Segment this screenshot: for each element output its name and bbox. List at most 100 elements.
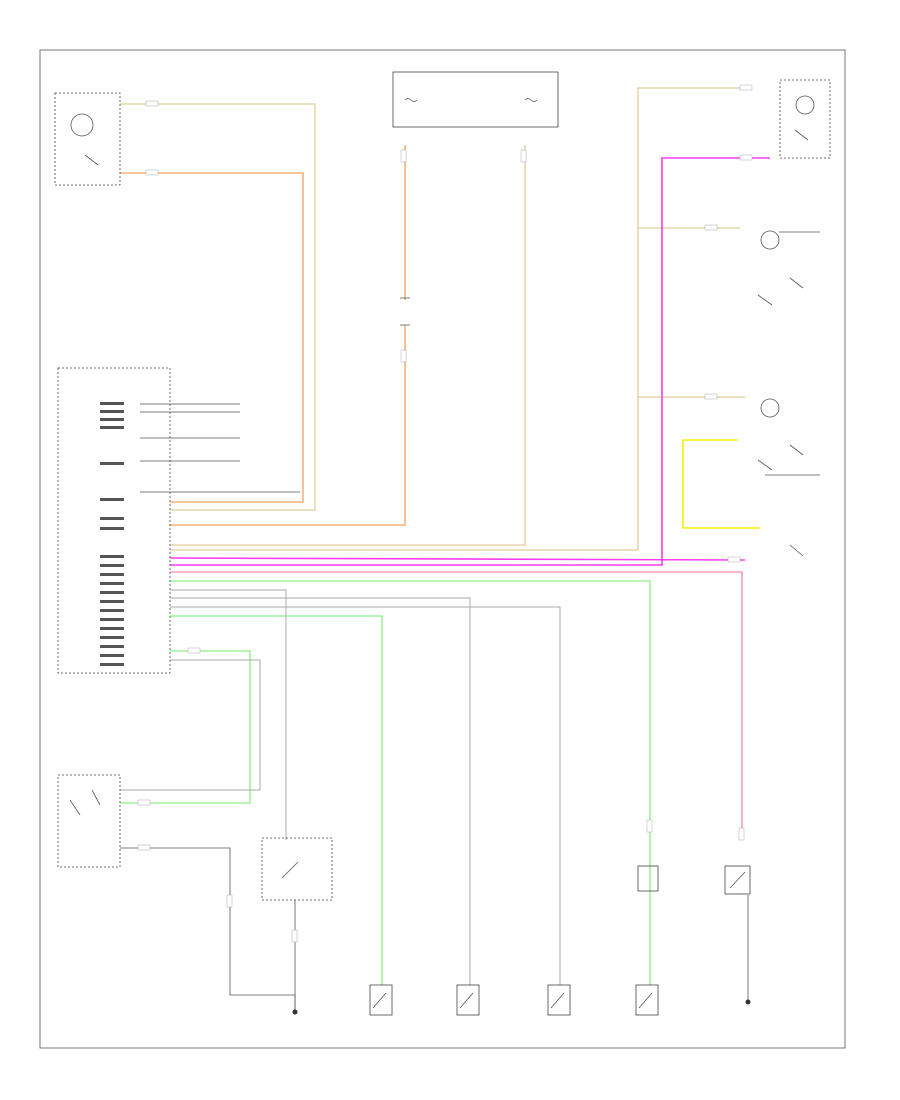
control-unit-box bbox=[57, 367, 171, 674]
cu-pin bbox=[100, 555, 124, 558]
wire-green-door-1 bbox=[170, 615, 383, 985]
lamp-6-box bbox=[637, 865, 659, 892]
front-door-rh-lamp-icon bbox=[760, 398, 780, 418]
cu-pin bbox=[100, 564, 124, 567]
cu-pin bbox=[100, 418, 124, 421]
front-door-rh-switch-icon-b bbox=[789, 444, 804, 456]
diagram-frame bbox=[39, 49, 846, 1049]
lamp-6-component bbox=[637, 865, 659, 892]
dome-lamp-component bbox=[54, 92, 121, 186]
front-door-lh-lamp-icon bbox=[760, 230, 780, 250]
key-switch-icon bbox=[69, 799, 81, 816]
fuse-box-outline bbox=[392, 71, 559, 128]
code-tag bbox=[704, 224, 718, 231]
cu-pin bbox=[100, 527, 124, 530]
door-switch-2-icon bbox=[459, 992, 474, 1009]
cu-pin bbox=[100, 498, 124, 501]
code-tag bbox=[137, 799, 151, 806]
door-switch-3-icon bbox=[550, 992, 565, 1009]
cu-pin bbox=[100, 402, 124, 405]
door-switch-1-box bbox=[369, 984, 393, 1016]
map-lamp-component bbox=[779, 79, 831, 159]
front-door-switch-lh-component bbox=[757, 230, 820, 306]
code-tag bbox=[400, 149, 407, 163]
wire-black-cu-feeds bbox=[140, 403, 300, 493]
cu-pin bbox=[100, 582, 124, 585]
code-tag bbox=[738, 827, 745, 841]
cu-pin bbox=[100, 410, 124, 413]
wire-green-keysw bbox=[120, 650, 251, 804]
cu-pin bbox=[100, 663, 124, 666]
switch-7-component bbox=[261, 837, 333, 901]
control-unit-component bbox=[57, 367, 171, 674]
switch-7-icon bbox=[281, 861, 299, 879]
cu-pin bbox=[100, 600, 124, 603]
front-door-lh-switch-icon-b bbox=[789, 277, 804, 289]
dome-lamp-bulb-icon bbox=[70, 113, 94, 137]
wire-group-gray bbox=[120, 589, 561, 985]
dome-lamp-switch-icon bbox=[84, 154, 99, 166]
switch-7-box bbox=[261, 837, 333, 901]
code-tag bbox=[727, 556, 741, 563]
map-lamp-box bbox=[779, 79, 831, 159]
wire-group-pink bbox=[170, 571, 743, 835]
door-switch-4 bbox=[635, 984, 659, 1016]
wire-magenta-trunk bbox=[170, 157, 770, 566]
wire-magenta-lower bbox=[169, 557, 746, 561]
cu-pin bbox=[100, 462, 124, 465]
wire-green-cargo bbox=[170, 580, 651, 985]
dome-lamp-box bbox=[54, 92, 121, 186]
junction-connector-component bbox=[400, 297, 410, 326]
cu-pin bbox=[100, 591, 124, 594]
ground-main-icon bbox=[292, 1009, 298, 1015]
wire-group-black bbox=[120, 403, 749, 1010]
cu-pin bbox=[100, 654, 124, 657]
wire-pink-trunk-sw bbox=[170, 571, 743, 835]
front-door-rh-switch-icon bbox=[757, 459, 773, 471]
wire-gray-door-2 bbox=[170, 597, 471, 985]
map-lamp-switch-icon bbox=[794, 129, 809, 141]
code-tag bbox=[646, 819, 653, 833]
ground-right bbox=[745, 999, 751, 1005]
ground-right-icon bbox=[745, 999, 751, 1005]
cu-pin bbox=[100, 609, 124, 612]
code-tag bbox=[520, 149, 527, 163]
cu-pin bbox=[100, 627, 124, 630]
code-tag bbox=[400, 349, 407, 363]
code-tag bbox=[739, 154, 753, 161]
code-tag bbox=[704, 393, 718, 400]
wire-orange-fuse bbox=[170, 145, 406, 526]
cu-pin bbox=[100, 426, 124, 429]
cu-pin bbox=[100, 618, 124, 621]
door-switch-2 bbox=[456, 984, 480, 1016]
code-tag bbox=[291, 929, 298, 943]
code-tag bbox=[187, 647, 201, 654]
junction-connector-icon bbox=[400, 297, 410, 326]
wire-gray-keysw bbox=[120, 659, 261, 791]
cargo-light-switch-icon bbox=[789, 544, 804, 557]
fuse-icon-right bbox=[524, 98, 538, 102]
trunk-switch-component bbox=[724, 865, 751, 895]
wire-group-green bbox=[120, 580, 651, 985]
wire-yellow-loop bbox=[682, 439, 760, 529]
control-unit-pins bbox=[100, 402, 124, 666]
trunk-switch-box bbox=[724, 865, 751, 895]
code-tag bbox=[226, 894, 233, 908]
wire-black-keysw-gnd bbox=[120, 847, 296, 1010]
cu-pin bbox=[100, 636, 124, 639]
wire-code-tags bbox=[137, 84, 753, 943]
wire-group-tan bbox=[120, 87, 745, 551]
front-door-switch-rh-component bbox=[757, 398, 820, 476]
fuse-box-component bbox=[392, 71, 559, 128]
code-tag bbox=[137, 844, 151, 851]
ground-main bbox=[292, 1009, 298, 1015]
wire-group-yellow bbox=[682, 439, 760, 529]
door-switch-3-box bbox=[547, 984, 571, 1016]
code-tag bbox=[739, 84, 753, 91]
wire-tan-dome-feed bbox=[120, 103, 316, 511]
door-switch-3 bbox=[547, 984, 571, 1016]
cu-pin bbox=[100, 573, 124, 576]
front-door-lh-switch-icon bbox=[757, 294, 773, 306]
door-switch-4-icon bbox=[638, 992, 653, 1009]
